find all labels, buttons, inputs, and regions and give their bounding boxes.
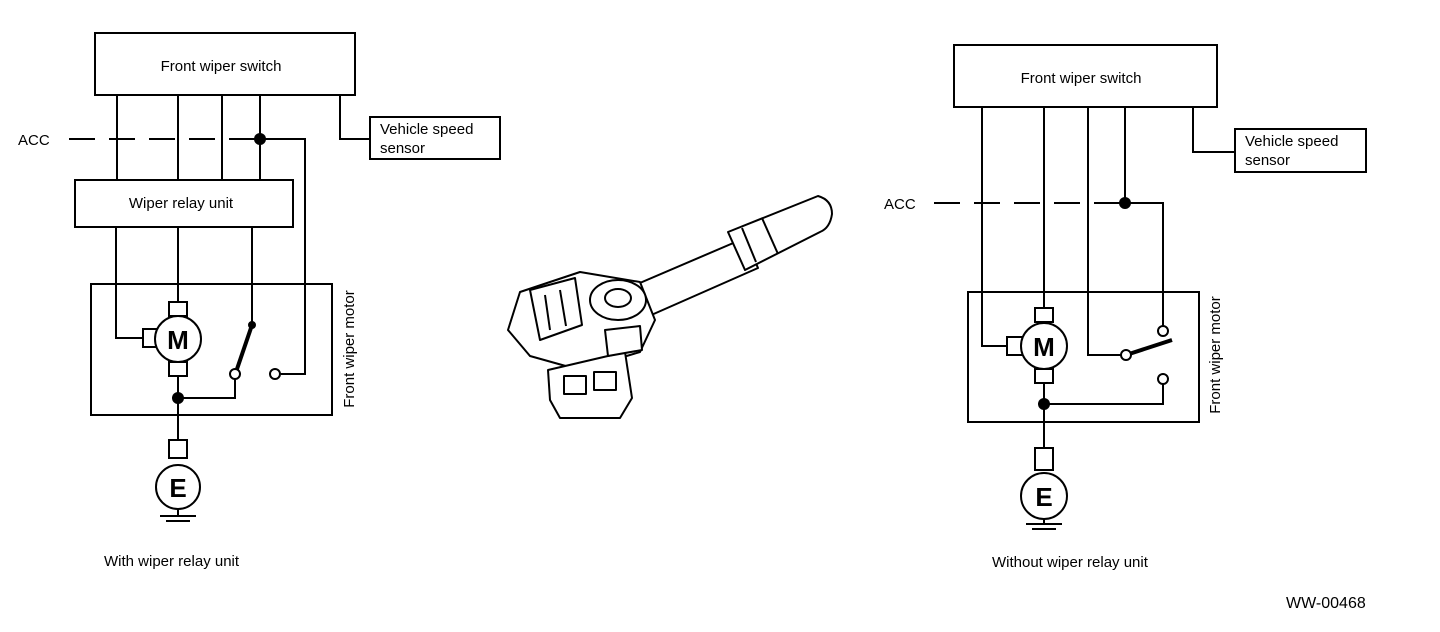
right-motor-symbol: M [1033,332,1055,362]
left-acc-motor-wire [260,138,306,375]
right-diagram: Front wiper switch Vehicle speed sensor … [884,44,1367,571]
left-motor-bottom-terminal [168,361,188,377]
connector-lower-slot-1 [563,375,587,395]
switch-pivot-center [604,288,632,308]
left-ground-symbol: E [169,473,186,503]
left-ground-junction-dot [172,392,184,404]
left-motor-m-icon [154,315,202,363]
right-switch-pivot [1120,349,1132,361]
left-front-wiper-motor-label: Front wiper motor [341,290,358,408]
right-front-wiper-switch-label: Front wiper switch [1021,70,1142,87]
right-sensor-wire [1192,107,1235,153]
connector-upper-slot-2 [559,289,567,327]
left-contact-2 [269,368,281,380]
right-sensor-label-line2: sensor [1245,152,1290,169]
right-front-wiper-motor-label: Front wiper motor [1207,296,1224,414]
right-wire-1 [981,107,1007,347]
right-ground-terminal [1034,447,1054,471]
left-sensor-label-line2: sensor [380,140,425,157]
connector-upper [529,277,583,341]
right-ground-junction-dot [1038,398,1050,410]
left-switch-pivot [248,321,256,329]
right-wire-3 [1087,107,1122,356]
left-diagram: Front wiper switch Vehicle speed sensor … [18,32,501,570]
right-acc-motor-wire [1125,202,1164,326]
right-front-wiper-switch-box [953,44,1218,108]
left-contact-ground-wire [178,379,236,399]
right-sensor-label-line1: Vehicle speed [1245,133,1338,150]
right-caption: Without wiper relay unit [992,554,1149,571]
right-motor-m-icon [1020,322,1068,370]
right-vehicle-speed-sensor-box [1234,128,1367,173]
right-contact-ground-wire [1044,384,1164,405]
figure-code: WW-00468 [1286,595,1366,612]
left-acc-label: ACC [18,132,50,149]
left-sensor-label-line1: Vehicle speed [380,121,473,138]
left-front-wiper-switch-box [94,32,356,96]
right-contact-2 [1157,373,1169,385]
stalk-knob-ring-2 [741,227,757,263]
left-front-wiper-switch-label: Front wiper switch [161,58,282,75]
wiper-combination-switch-illustration [507,195,833,419]
left-motor-symbol: M [167,325,189,355]
right-front-wiper-motor-box [967,291,1200,423]
right-ground-symbol: E [1035,482,1052,512]
connector-lower-slot-2 [593,371,617,391]
left-wiper-relay-unit-box [74,179,294,228]
right-contact-1 [1157,325,1169,337]
left-contact-1 [229,368,241,380]
left-sensor-wire [339,95,370,140]
left-ground-terminal [168,439,188,459]
left-front-wiper-motor-box [90,283,333,416]
connector-clip [604,325,643,357]
right-switch-arm [1125,338,1173,357]
left-wiper-relay-unit-label: Wiper relay unit [129,195,234,212]
right-motor-top-terminal [1034,307,1054,323]
left-switch-arm [235,324,254,370]
stalk-knob-ring [761,217,779,255]
left-vehicle-speed-sensor-box [369,116,501,160]
left-caption: With wiper relay unit [104,553,240,570]
left-motor-top-terminal [168,301,188,317]
right-acc-label: ACC [884,196,916,213]
stalk-knob [727,195,833,271]
left-relay-wire-1 [115,227,143,339]
connector-upper-slot-1 [544,294,551,331]
right-motor-bottom-terminal [1034,368,1054,384]
